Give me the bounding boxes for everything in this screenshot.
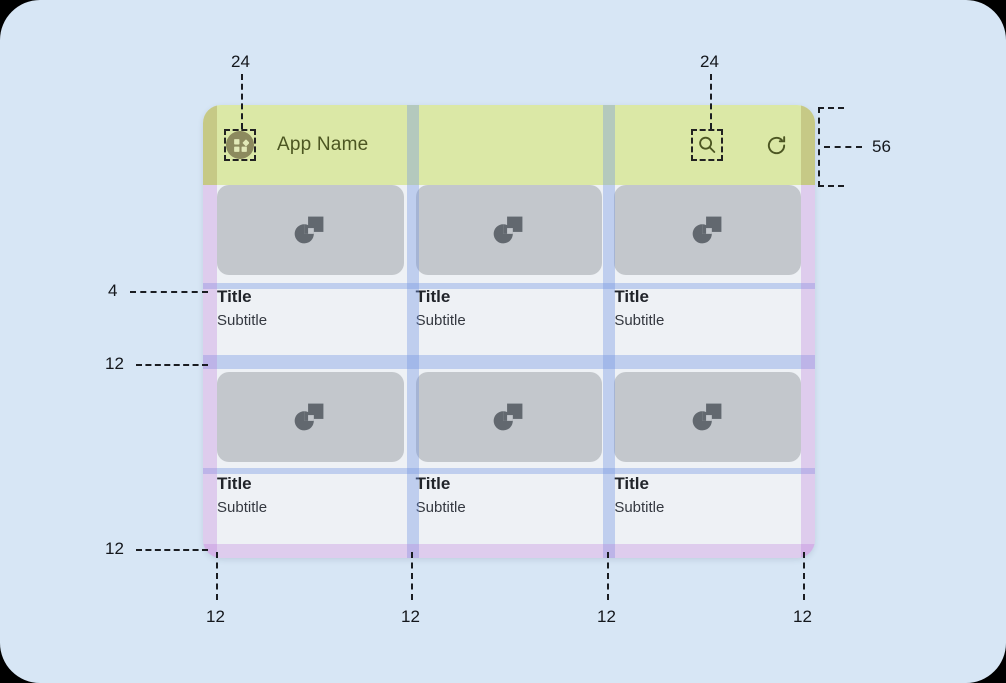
anno-bottom-margin-leader [136,549,208,551]
anno-bottom-gutter-4: 12 [793,607,812,626]
anno-search-size: 24 [700,52,719,71]
card-title: Title [217,473,252,493]
app-bar-title: App Name [277,134,369,155]
card-subtitle: Subtitle [217,312,268,330]
card-subtitle: Subtitle [217,498,268,516]
app-logo-button[interactable] [226,131,254,159]
search-spec-box [691,129,723,161]
app-logo-spec-box [224,129,256,161]
image-placeholder-icon [493,403,523,430]
app-logo-grid-icon [233,138,249,152]
anno-bottom-leader-3 [607,552,609,600]
card-title: Title [415,287,451,306]
anno-bottom-leader-4 [803,552,805,600]
refresh-icon [767,135,785,154]
anno-bottom-gutter-1: 12 [206,607,225,626]
anno-appbar-height: 56 [872,137,891,156]
anno-title-gap: 4 [108,281,118,300]
refresh-button[interactable] [764,133,788,157]
card-subtitle: Subtitle [415,312,466,330]
anno-logo-size: 24 [231,52,250,71]
card-thumbnail [614,185,801,275]
card-thumbnail [614,371,801,462]
image-placeholder-icon [493,216,523,244]
card-subtitle: Subtitle [415,498,466,516]
anno-title-gap-leader [130,291,208,293]
anno-bottom-gutter-3: 12 [597,607,616,626]
anno-bottom-leader-1 [216,552,218,600]
card-title: Title [614,287,649,306]
anno-bottom-gutter-2: 12 [401,607,420,626]
card-title: Title [217,287,252,306]
card-thumbnail [217,185,404,275]
app-bar: App Name [203,105,815,185]
card-title: Title [415,473,451,493]
card-subtitle: Subtitle [614,312,665,330]
image-placeholder-icon [692,403,722,430]
anno-appbar-bracket [818,107,844,187]
image-placeholder-icon [294,216,324,244]
anno-bottom-margin: 12 [105,539,124,558]
image-placeholder-icon [692,216,722,244]
card-thumbnail [415,371,603,462]
anno-appbar-leader [824,146,862,148]
card-title: Title [614,473,649,493]
search-icon[interactable] [696,134,718,156]
anno-bottom-leader-2 [411,552,413,600]
image-placeholder-icon [294,403,324,430]
card-thumbnail [415,185,603,275]
anno-row-gap: 12 [105,354,124,373]
card-subtitle: Subtitle [614,498,665,516]
anno-row-gap-leader [136,364,208,366]
card-thumbnail [217,371,404,462]
